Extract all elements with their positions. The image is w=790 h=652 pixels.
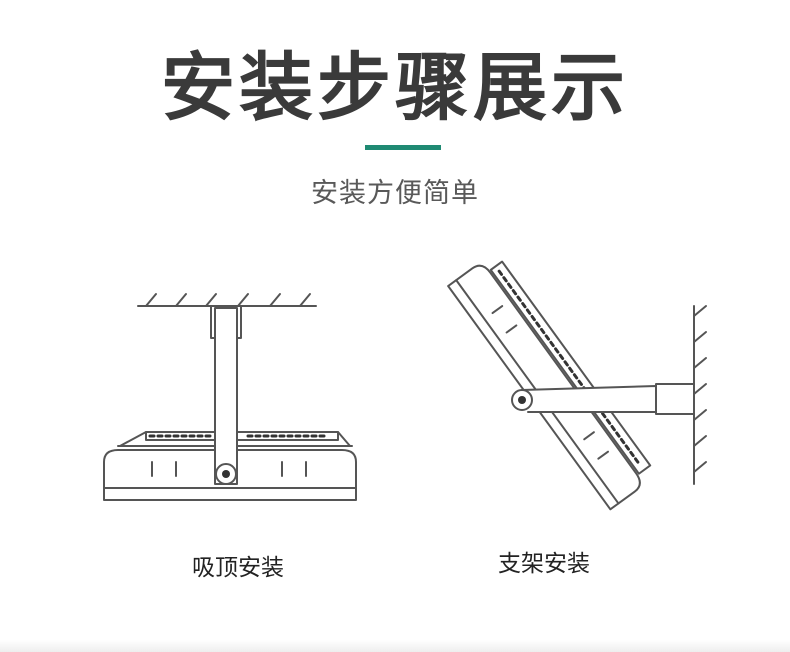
title-accent-line	[365, 145, 441, 150]
bottom-divider	[0, 640, 790, 652]
ceiling-mount-label: 吸顶安装	[192, 555, 284, 581]
page-title: 安装步骤展示	[161, 45, 629, 131]
bracket-mount-label: 支架安装	[498, 551, 590, 577]
page-subtitle: 安装方便简单	[311, 178, 479, 209]
